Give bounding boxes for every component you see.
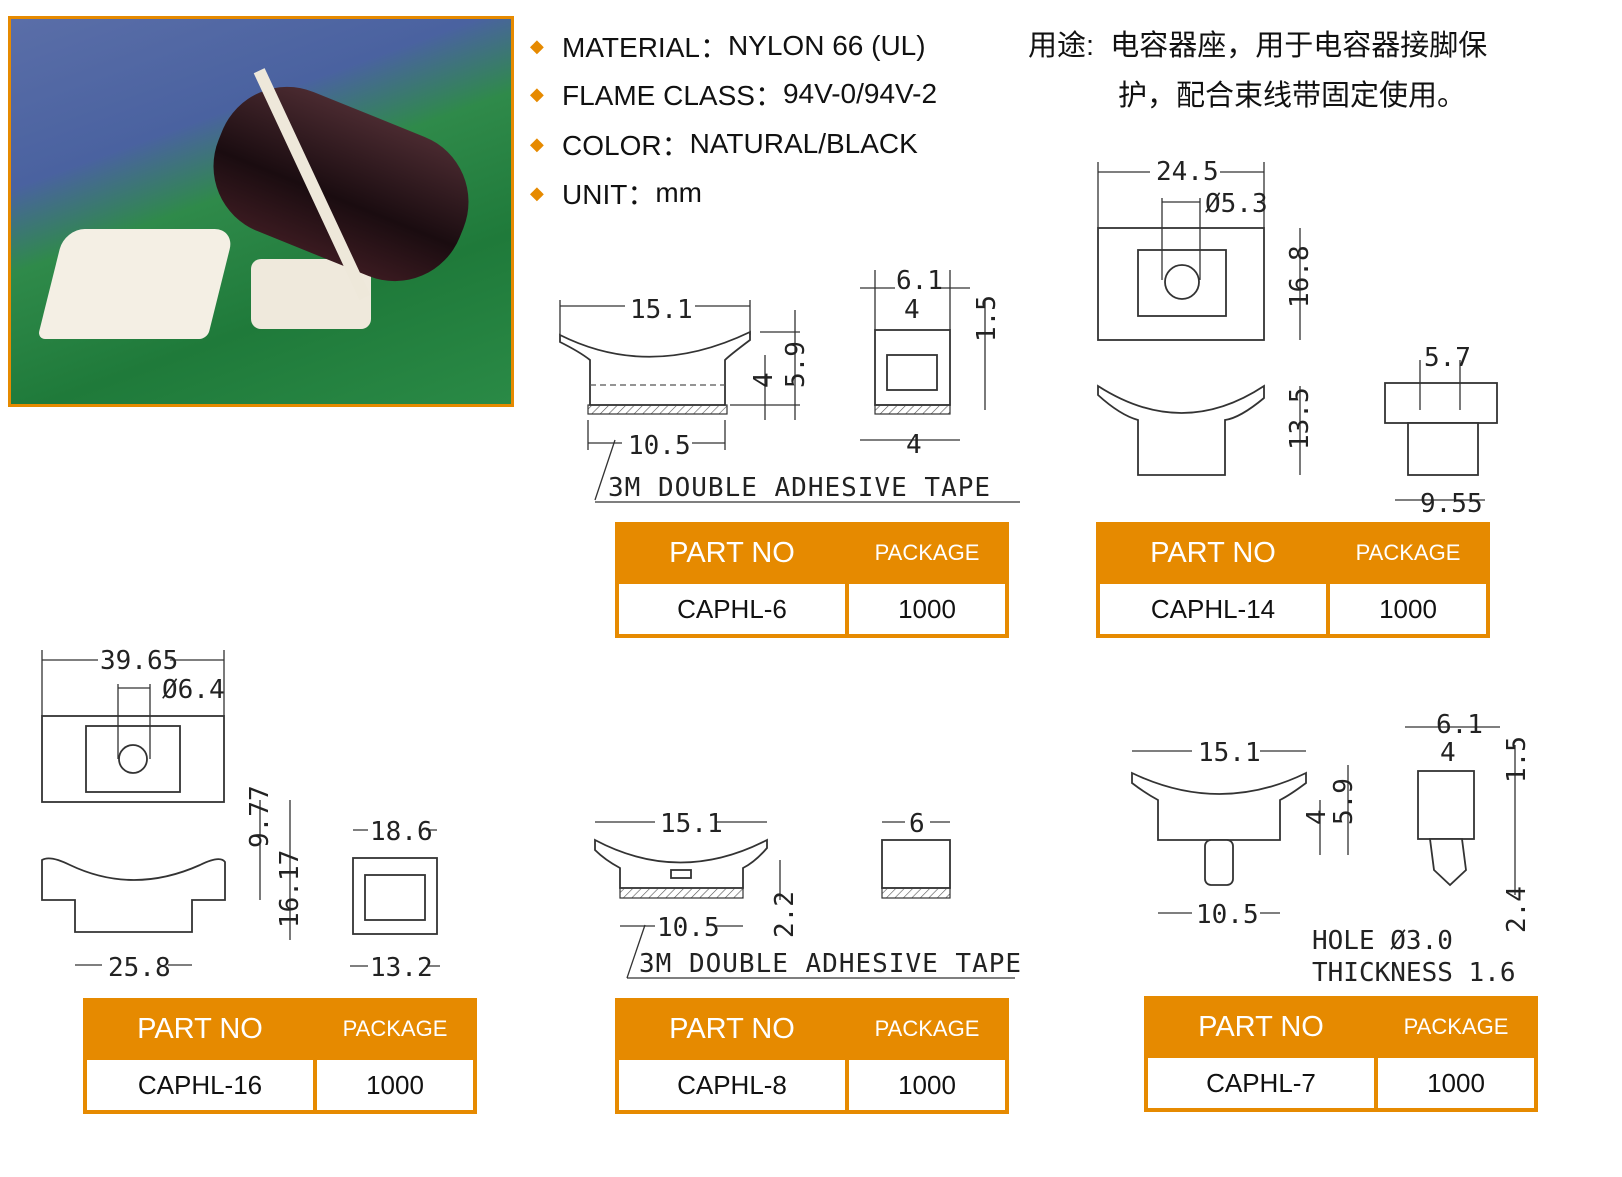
- dim-width: 15.1: [1198, 738, 1261, 768]
- spec-value: NATURAL/BLACK: [689, 128, 918, 159]
- cell-package: 1000: [849, 1060, 1005, 1110]
- spec-unit: ◆ UNIT：mm: [530, 173, 702, 213]
- header-package: PACKAGE: [1355, 540, 1461, 565]
- cell-part-no: CAPHL-16: [87, 1060, 313, 1110]
- cell-part-no: CAPHL-7: [1148, 1058, 1374, 1108]
- caphl16-table: PART NO PACKAGE CAPHL-16 1000: [83, 998, 477, 1114]
- header-package: PACKAGE: [874, 540, 980, 565]
- caphl8-table: PART NO PACKAGE CAPHL-8 1000: [615, 998, 1009, 1114]
- dim-side-top: 1.5: [972, 295, 1002, 342]
- dim-side-inner: 4: [904, 295, 920, 325]
- dim-width: 39.65: [100, 646, 178, 676]
- bullet-icon: ◆: [530, 35, 544, 56]
- dim-h1: 4: [1302, 809, 1332, 825]
- dim-side-top: 5.7: [1424, 343, 1471, 373]
- dim-h2: 5.9: [1329, 778, 1359, 825]
- tape-note: 3M DOUBLE ADHESIVE TAPE: [608, 473, 991, 503]
- dim-side-width: 6.1: [896, 266, 943, 296]
- dim-side-inner: 4: [1440, 738, 1456, 768]
- cell-package: 1000: [1378, 1058, 1534, 1108]
- spec-value: mm: [655, 177, 702, 208]
- dim-hole: Ø6.4: [162, 675, 225, 705]
- tape-note: 3M DOUBLE ADHESIVE TAPE: [639, 949, 1022, 979]
- dim-side-width: 6.1: [1436, 710, 1483, 740]
- usage-text: 电容器座，用于电容器接脚保: [1110, 30, 1488, 62]
- header-part-no: PART NO: [1198, 1010, 1324, 1043]
- dim-height: 2.2: [770, 891, 800, 938]
- header-package: PACKAGE: [342, 1016, 448, 1041]
- caphl8-drawing: 15.1 10.5 2.2 6 3M DOUBLE ADHESIVE TAPE: [594, 808, 1022, 979]
- caphl6-table: PART NO PACKAGE CAPHL-6 1000: [615, 522, 1009, 638]
- usage-line-2: 护，配合束线带固定使用。: [1118, 80, 1467, 112]
- dim-side-bottom: 13.2: [370, 953, 433, 983]
- cell-package: 1000: [849, 584, 1005, 634]
- spec-material: ◆ MATERIAL：NYLON 66 (UL): [530, 26, 926, 66]
- dim-side-top: 18.6: [370, 817, 433, 847]
- dim-side: 6: [909, 809, 925, 839]
- thickness-note: THICKNESS 1.6: [1312, 958, 1516, 988]
- usage-line-1: 用途: 电容器座，用于电容器接脚保: [1028, 22, 1487, 64]
- usage-label: 用途:: [1028, 30, 1095, 62]
- spec-label: MATERIAL：: [562, 32, 728, 63]
- dim-base: 10.5: [657, 913, 720, 943]
- capacitor-holder-image: [37, 229, 235, 339]
- spec-label: UNIT：: [562, 179, 656, 210]
- caphl7-drawing: 15.1 10.5 4 5.9 6.1 4 1.5 2.4 HOLE Ø3.0 …: [1131, 710, 1532, 988]
- cell-package: 1000: [317, 1060, 473, 1110]
- dim-base: 25.8: [108, 953, 171, 983]
- dim-base: 10.5: [1196, 900, 1259, 930]
- spec-label: COLOR：: [562, 130, 690, 161]
- caphl14-drawing: 24.5 Ø5.3 16.8 13.5 5.7 9.55: [1097, 155, 1498, 519]
- cell-part-no: CAPHL-14: [1100, 584, 1326, 634]
- header-part-no: PART NO: [1150, 536, 1276, 569]
- dim-base: 10.5: [628, 431, 691, 461]
- header-part-no: PART NO: [137, 1012, 263, 1045]
- spec-value: NYLON 66 (UL): [727, 30, 926, 61]
- dim-h2: 16.17: [275, 850, 305, 928]
- bullet-icon: ◆: [530, 83, 544, 104]
- caphl6-drawing: 15.1 10.5 4 5.9 6.1 4 4 1.5 3M DOUBLE AD…: [559, 265, 1020, 503]
- dim-side-top: 1.5: [1502, 736, 1532, 783]
- caphl7-table: PART NO PACKAGE CAPHL-7 1000: [1144, 996, 1538, 1112]
- cell-part-no: CAPHL-8: [619, 1060, 845, 1110]
- product-photo: [8, 16, 514, 407]
- bullet-icon: ◆: [530, 133, 544, 154]
- header-part-no: PART NO: [669, 536, 795, 569]
- header-part-no: PART NO: [669, 1012, 795, 1045]
- dim-width: 15.1: [660, 809, 723, 839]
- cell-package: 1000: [1330, 584, 1486, 634]
- caphl14-table: PART NO PACKAGE CAPHL-14 1000: [1096, 522, 1490, 638]
- dim-height: 13.5: [1285, 387, 1315, 450]
- dim-h1: 9.77: [245, 785, 275, 848]
- cell-part-no: CAPHL-6: [619, 584, 845, 634]
- spec-flame-class: ◆ FLAME CLASS：94V-0/94V-2: [530, 74, 937, 114]
- spec-color: ◆ COLOR：NATURAL/BLACK: [530, 124, 918, 164]
- dim-side-bottom: 4: [906, 430, 922, 460]
- dim-h1: 4: [749, 372, 779, 388]
- dim-depth: 16.8: [1285, 245, 1315, 308]
- dim-h2: 5.9: [781, 341, 811, 388]
- dim-width: 24.5: [1156, 157, 1219, 187]
- header-package: PACKAGE: [1403, 1014, 1509, 1039]
- header-package: PACKAGE: [874, 1016, 980, 1041]
- caphl16-drawing: 39.65 Ø6.4 9.77 16.17 25.8 18.6 13.2: [41, 645, 440, 983]
- dim-side-bottom: 9.55: [1420, 489, 1483, 519]
- spec-value: 94V-0/94V-2: [782, 78, 938, 109]
- hole-note: HOLE Ø3.0: [1312, 926, 1453, 956]
- dim-pin: 2.4: [1502, 886, 1532, 933]
- spec-label: FLAME CLASS：: [562, 80, 783, 111]
- dim-width: 15.1: [630, 295, 693, 325]
- bullet-icon: ◆: [530, 182, 544, 203]
- dim-hole: Ø5.3: [1205, 189, 1268, 219]
